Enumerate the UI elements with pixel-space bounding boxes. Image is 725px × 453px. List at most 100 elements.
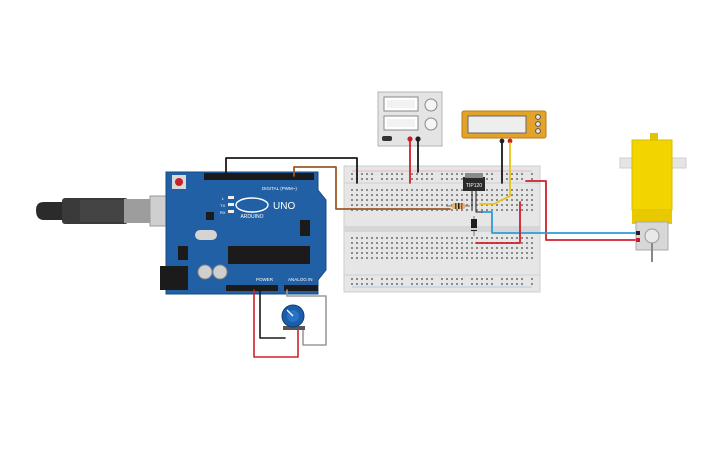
breadboard-hole[interactable]: [376, 189, 378, 191]
breadboard-hole[interactable]: [381, 242, 383, 244]
breadboard-hole[interactable]: [366, 247, 368, 249]
breadboard-hole[interactable]: [426, 283, 428, 285]
breadboard-hole[interactable]: [466, 252, 468, 254]
breadboard-hole[interactable]: [426, 242, 428, 244]
breadboard-hole[interactable]: [391, 173, 393, 175]
breadboard-hole[interactable]: [446, 189, 448, 191]
breadboard-hole[interactable]: [361, 189, 363, 191]
breadboard-hole[interactable]: [526, 252, 528, 254]
breadboard-hole[interactable]: [351, 173, 353, 175]
breadboard-hole[interactable]: [451, 178, 453, 180]
breadboard-hole[interactable]: [506, 283, 508, 285]
breadboard-hole[interactable]: [511, 199, 513, 201]
breadboard-hole[interactable]: [446, 283, 448, 285]
power-supply-icon[interactable]: [377, 91, 443, 147]
breadboard-hole[interactable]: [386, 178, 388, 180]
breadboard-hole[interactable]: [486, 204, 488, 206]
breadboard-hole[interactable]: [521, 194, 523, 196]
breadboard-hole[interactable]: [501, 194, 503, 196]
breadboard-hole[interactable]: [461, 247, 463, 249]
breadboard-hole[interactable]: [401, 178, 403, 180]
breadboard-hole[interactable]: [421, 242, 423, 244]
breadboard-hole[interactable]: [506, 199, 508, 201]
breadboard-hole[interactable]: [411, 283, 413, 285]
breadboard-hole[interactable]: [411, 209, 413, 211]
breadboard-hole[interactable]: [471, 242, 473, 244]
breadboard-hole[interactable]: [451, 257, 453, 259]
breadboard-hole[interactable]: [411, 178, 413, 180]
breadboard-hole[interactable]: [366, 173, 368, 175]
breadboard-hole[interactable]: [441, 278, 443, 280]
breadboard-hole[interactable]: [506, 204, 508, 206]
breadboard-hole[interactable]: [506, 173, 508, 175]
breadboard-hole[interactable]: [416, 247, 418, 249]
breadboard-hole[interactable]: [351, 178, 353, 180]
breadboard-hole[interactable]: [351, 204, 353, 206]
breadboard-hole[interactable]: [521, 204, 523, 206]
breadboard-hole[interactable]: [431, 237, 433, 239]
breadboard-hole[interactable]: [411, 237, 413, 239]
breadboard-hole[interactable]: [371, 204, 373, 206]
breadboard-hole[interactable]: [491, 189, 493, 191]
breadboard-hole[interactable]: [386, 189, 388, 191]
breadboard-hole[interactable]: [431, 242, 433, 244]
breadboard-hole[interactable]: [486, 247, 488, 249]
breadboard-hole[interactable]: [351, 237, 353, 239]
breadboard-hole[interactable]: [381, 178, 383, 180]
breadboard-hole[interactable]: [366, 204, 368, 206]
breadboard-hole[interactable]: [406, 209, 408, 211]
breadboard-hole[interactable]: [431, 178, 433, 180]
breadboard-hole[interactable]: [486, 199, 488, 201]
breadboard-hole[interactable]: [371, 237, 373, 239]
breadboard-hole[interactable]: [426, 194, 428, 196]
breadboard-hole[interactable]: [516, 194, 518, 196]
breadboard-hole[interactable]: [391, 252, 393, 254]
breadboard-hole[interactable]: [386, 252, 388, 254]
breadboard-hole[interactable]: [466, 257, 468, 259]
breadboard-hole[interactable]: [456, 252, 458, 254]
breadboard-hole[interactable]: [371, 173, 373, 175]
breadboard-hole[interactable]: [351, 252, 353, 254]
breadboard-hole[interactable]: [511, 194, 513, 196]
breadboard-hole[interactable]: [526, 194, 528, 196]
breadboard-hole[interactable]: [526, 204, 528, 206]
breadboard-hole[interactable]: [441, 199, 443, 201]
breadboard-hole[interactable]: [361, 247, 363, 249]
breadboard-hole[interactable]: [371, 189, 373, 191]
breadboard-hole[interactable]: [381, 199, 383, 201]
breadboard-hole[interactable]: [456, 283, 458, 285]
breadboard-hole[interactable]: [366, 194, 368, 196]
breadboard-hole[interactable]: [521, 247, 523, 249]
breadboard-hole[interactable]: [521, 242, 523, 244]
breadboard-hole[interactable]: [496, 257, 498, 259]
breadboard-hole[interactable]: [426, 178, 428, 180]
breadboard-hole[interactable]: [451, 199, 453, 201]
breadboard-hole[interactable]: [491, 252, 493, 254]
breadboard-hole[interactable]: [471, 257, 473, 259]
breadboard-hole[interactable]: [501, 189, 503, 191]
breadboard-hole[interactable]: [446, 173, 448, 175]
wire-pot-signal[interactable]: [286, 289, 327, 346]
transistor-tip120[interactable]: TIP120: [463, 173, 485, 191]
breadboard-hole[interactable]: [531, 257, 533, 259]
breadboard-hole[interactable]: [436, 189, 438, 191]
breadboard-hole[interactable]: [406, 252, 408, 254]
breadboard-hole[interactable]: [366, 237, 368, 239]
breadboard-hole[interactable]: [416, 237, 418, 239]
breadboard-hole[interactable]: [491, 194, 493, 196]
breadboard-hole[interactable]: [416, 242, 418, 244]
resistor-icon[interactable]: [446, 203, 470, 209]
breadboard-hole[interactable]: [376, 199, 378, 201]
breadboard-hole[interactable]: [416, 204, 418, 206]
wire-meter-v[interactable]: [479, 142, 511, 205]
wire-board-red[interactable]: [475, 201, 521, 244]
breadboard-hole[interactable]: [456, 189, 458, 191]
breadboard-hole[interactable]: [516, 283, 518, 285]
breadboard-hole[interactable]: [426, 199, 428, 201]
breadboard-hole[interactable]: [366, 178, 368, 180]
breadboard-hole[interactable]: [466, 237, 468, 239]
breadboard-hole[interactable]: [461, 194, 463, 196]
breadboard-hole[interactable]: [446, 237, 448, 239]
breadboard-hole[interactable]: [526, 242, 528, 244]
breadboard-hole[interactable]: [356, 278, 358, 280]
